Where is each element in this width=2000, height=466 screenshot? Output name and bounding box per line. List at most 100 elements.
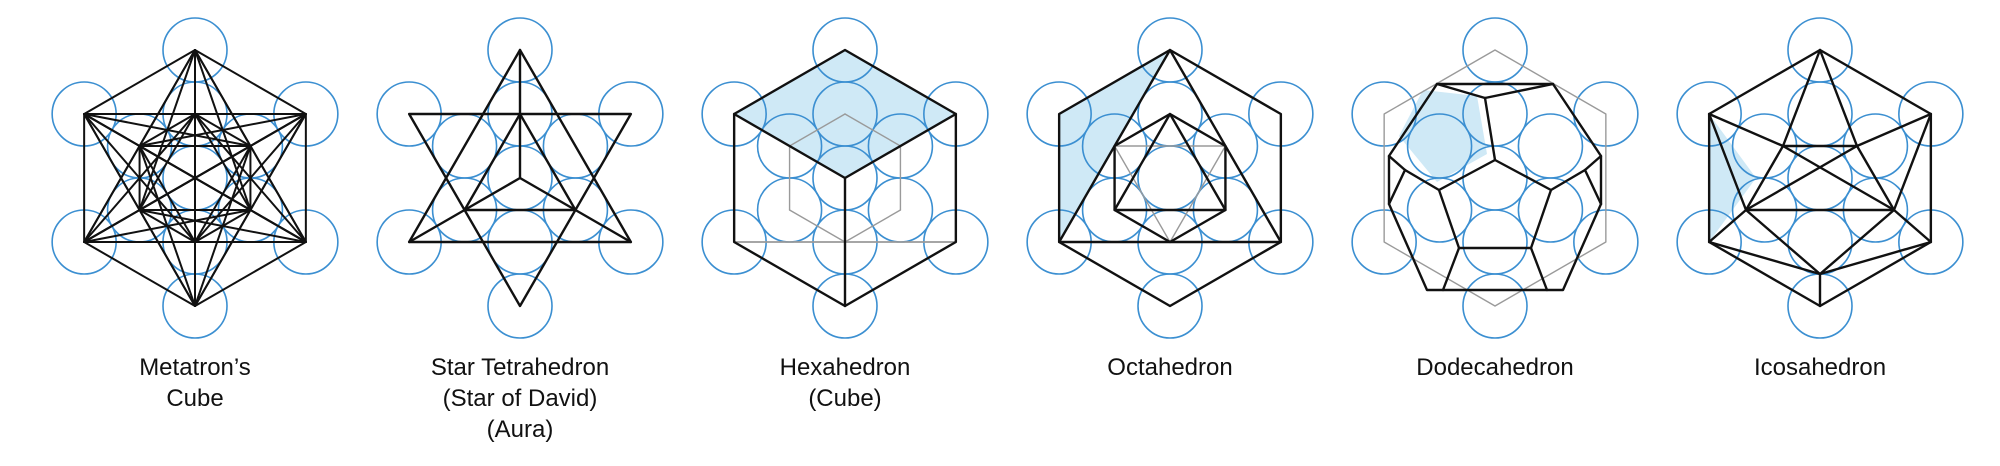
figure-hexahedron <box>701 17 989 339</box>
metatron-line <box>194 49 307 115</box>
caption-line: Dodecahedron <box>1416 354 1574 381</box>
triangle-up <box>407 48 633 244</box>
metatron-line <box>249 145 307 243</box>
hidden-edge <box>788 113 846 147</box>
icosa-edge <box>1855 112 1933 148</box>
icosa-edge <box>1818 48 1859 148</box>
fruit-of-life-circle <box>1787 81 1853 147</box>
icosa-edge <box>1818 240 1933 276</box>
metatron-line <box>83 113 141 147</box>
metatron-line <box>194 113 252 147</box>
caption-line: Icosahedron <box>1753 354 1887 381</box>
fruit-of-life-circle <box>1406 177 1473 243</box>
icosa-edge <box>1707 112 1785 148</box>
caption-line: Octahedron <box>1107 354 1233 381</box>
fruit-of-life-circle <box>812 81 878 147</box>
inner-edge <box>518 112 577 212</box>
inner-edge <box>463 176 522 212</box>
caption-line: (Cube) <box>808 385 882 412</box>
icosa-edge <box>1818 208 1896 276</box>
caption-line: Hexahedron <box>779 354 911 381</box>
figure-metatron <box>51 17 339 339</box>
caption-icosahedron: Icosahedron <box>1690 352 1950 383</box>
shaded-face <box>1399 90 1487 182</box>
metatron-line <box>138 49 196 147</box>
icosa-edge <box>1744 144 1859 212</box>
hidden-edge <box>844 209 902 243</box>
metatron-line <box>138 209 196 307</box>
hidden-edge <box>1169 145 1227 243</box>
caption-metatron: Metatron’s Cube <box>65 352 325 414</box>
inner-edge <box>407 208 466 244</box>
icosa-edge <box>1855 144 1896 212</box>
metatron-line <box>249 113 307 211</box>
inner-triangle <box>1113 112 1227 212</box>
metatron-line <box>83 241 196 307</box>
icosa-edge <box>1892 112 1933 212</box>
icosa-edge <box>1744 144 1785 212</box>
fruit-of-life-circle <box>1517 177 1584 243</box>
inner-hexagon <box>1113 112 1227 244</box>
dodeca-edge <box>1403 168 1441 192</box>
dodeca-edge <box>1441 246 1461 292</box>
dodeca-edge <box>1483 82 1555 100</box>
figure-star-tetrahedron <box>376 17 664 339</box>
caption-line: Star Tetrahedron <box>430 354 610 381</box>
icosa-edge <box>1707 112 1748 212</box>
caption-octahedron: Octahedron <box>1040 352 1300 383</box>
caption-hexahedron: Hexahedron (Cube) <box>715 352 975 414</box>
caption-line: Cube <box>166 385 224 412</box>
icosa-edge <box>1781 144 1896 212</box>
fruit-of-life-circle <box>1462 209 1528 275</box>
dodeca-edge <box>1387 168 1407 206</box>
fruit-of-life-circle <box>1462 81 1528 147</box>
hidden-edge <box>1113 145 1171 243</box>
dodeca-edge <box>1483 96 1497 162</box>
metatron-line <box>138 209 196 243</box>
dodecahedron-outline <box>1387 82 1603 292</box>
figure-octahedron <box>1026 17 1314 339</box>
caption-dodecahedron: Dodecahedron <box>1365 352 1625 383</box>
hidden-hexagon <box>1383 49 1607 307</box>
inner-edge <box>574 208 633 244</box>
metatron-line <box>83 209 141 243</box>
fruit-of-life-circle <box>1787 209 1853 275</box>
icosa-edge <box>1781 48 1822 148</box>
caption-line: (Aura) <box>486 416 554 443</box>
caption-star-tetrahedron: Star Tetrahedron (Star of David) (Aura) <box>390 352 650 445</box>
cube-front-edge <box>732 112 847 180</box>
dodeca-edge <box>1435 82 1487 100</box>
metatron-line <box>138 113 196 147</box>
caption-line: Metatron’s <box>139 354 251 381</box>
icosa-edge <box>1892 208 1933 244</box>
dodeca-edge <box>1583 154 1603 172</box>
icosa-edge <box>1707 240 1822 276</box>
figure-icosahedron <box>1676 17 1964 339</box>
icosa-edge <box>1707 208 1748 244</box>
inner-edge <box>463 112 522 212</box>
metatron-line <box>83 145 141 243</box>
hidden-edge <box>788 209 846 243</box>
octahedron-outline <box>1057 48 1283 308</box>
fruit-of-life-circle <box>1517 113 1584 179</box>
metatron-line <box>194 209 252 243</box>
icosa-edge <box>1744 208 1822 276</box>
dodeca-edge <box>1387 154 1407 172</box>
dodeca-edge <box>1583 168 1603 206</box>
metatron-line <box>83 113 141 211</box>
hidden-edge <box>844 113 902 147</box>
figure-dodecahedron <box>1351 17 1639 339</box>
cube-front-edge <box>843 112 958 180</box>
dodeca-edge <box>1549 168 1587 192</box>
metatron-line <box>194 209 252 307</box>
dodeca-edge <box>1529 246 1549 292</box>
caption-line: (Star of David) <box>442 385 598 412</box>
metatron-line <box>194 241 307 307</box>
metatron-line <box>138 145 252 211</box>
inner-edge <box>518 176 577 212</box>
metatron-line <box>194 49 252 147</box>
front-pentagon <box>1437 158 1553 250</box>
metatron-line <box>83 49 196 115</box>
fruit-of-life-circle <box>1137 145 1203 211</box>
